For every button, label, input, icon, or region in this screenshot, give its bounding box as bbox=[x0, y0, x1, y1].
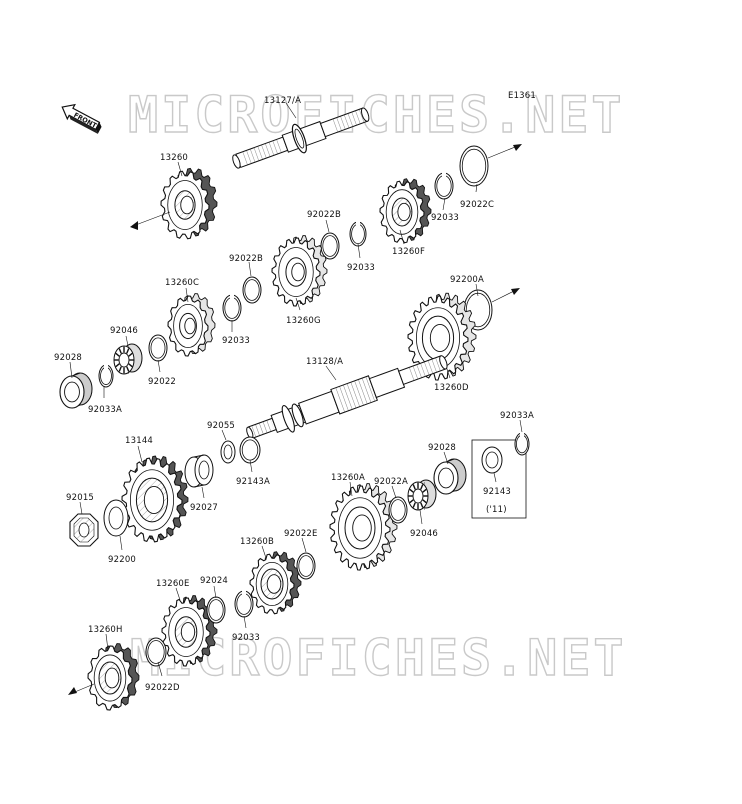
gear-13260e[interactable] bbox=[161, 595, 218, 667]
snap-ring-92033-b[interactable] bbox=[349, 220, 367, 247]
gear-13260f[interactable] bbox=[379, 178, 432, 244]
arrow-92200a bbox=[511, 288, 520, 295]
label-gear-13260f: 13260F bbox=[392, 247, 425, 257]
washer-92022b-a[interactable] bbox=[320, 232, 340, 260]
label-washer-92022a: 92022A bbox=[374, 477, 408, 487]
label-ring-92033-c: 92033 bbox=[222, 336, 250, 346]
label-washer-92022: 92022 bbox=[148, 377, 176, 387]
washer-92200a[interactable] bbox=[463, 289, 493, 331]
gear-13260d[interactable] bbox=[407, 292, 477, 381]
oil-seal-92028-a[interactable] bbox=[59, 372, 93, 409]
label-seal-92028-b: 92028 bbox=[428, 443, 456, 453]
label-output-shaft: 13127/A bbox=[264, 96, 301, 106]
label-seal-92028-a: 92028 bbox=[54, 353, 82, 363]
output-shaft[interactable] bbox=[228, 100, 373, 177]
watermark-top: MICROFICHES.NET bbox=[128, 86, 625, 144]
collar-92027[interactable] bbox=[184, 454, 214, 488]
washer-92022e[interactable] bbox=[296, 552, 316, 580]
nut-92015[interactable] bbox=[69, 513, 99, 547]
gear-13260a[interactable] bbox=[329, 483, 398, 571]
input-shaft[interactable] bbox=[243, 348, 451, 447]
label-gear-13260e: 13260E bbox=[156, 579, 190, 589]
label-washer-92022e: 92022E bbox=[284, 529, 318, 539]
arrow-13260h bbox=[68, 687, 77, 695]
label-gear-13260b: 13260B bbox=[240, 537, 274, 547]
label-ring-92033a-b: 92033A bbox=[500, 411, 534, 421]
label-gear-13260: 13260 bbox=[160, 153, 188, 163]
snap-ring-92033-c[interactable] bbox=[222, 293, 242, 322]
o-ring-92143[interactable] bbox=[481, 446, 503, 474]
gear-13260[interactable] bbox=[160, 167, 218, 240]
label-washer-92024: 92024 bbox=[200, 576, 228, 586]
inset-box bbox=[471, 439, 527, 519]
label-bearing-92046-a: 92046 bbox=[110, 326, 138, 336]
label-nut-92015: 92015 bbox=[66, 493, 94, 503]
label-ring-92033a-a: 92033A bbox=[88, 405, 122, 415]
washer-92200[interactable] bbox=[103, 499, 129, 537]
label-gear-13260d: 13260D bbox=[434, 383, 469, 393]
label-collar-92027: 92027 bbox=[190, 503, 218, 513]
label-collar-92055: 92055 bbox=[207, 421, 235, 431]
label-circlip-92022c: 92022C bbox=[460, 200, 494, 210]
label-washer-92200: 92200 bbox=[108, 555, 136, 565]
washer-92022[interactable] bbox=[148, 334, 168, 362]
collar-92055[interactable] bbox=[220, 440, 236, 464]
label-input-shaft: 13128/A bbox=[306, 357, 343, 367]
label-gear-13260c: 13260C bbox=[165, 278, 199, 288]
snap-ring-92033-d[interactable] bbox=[234, 589, 254, 618]
label-bearing-92046-b: 92046 bbox=[410, 529, 438, 539]
arrow-92022c bbox=[513, 144, 522, 151]
washer-92024[interactable] bbox=[206, 596, 226, 624]
washer-92022b-b[interactable] bbox=[242, 276, 262, 304]
circlip-92022c[interactable] bbox=[459, 145, 489, 187]
gear-13260b[interactable] bbox=[249, 551, 302, 615]
washer-92022a[interactable] bbox=[388, 496, 408, 524]
gear-13260g[interactable] bbox=[271, 235, 328, 307]
leader-13260-tip bbox=[132, 211, 171, 227]
gear-13260h[interactable] bbox=[87, 643, 140, 711]
sprocket-13144[interactable] bbox=[121, 455, 189, 543]
label-oring-92143a: 92143A bbox=[236, 477, 270, 487]
label-ring-92033-b: 92033 bbox=[347, 263, 375, 273]
snap-ring-92033a-a[interactable] bbox=[98, 363, 114, 388]
label-note-year: ('11) bbox=[486, 505, 507, 515]
snap-ring-92033a-b[interactable] bbox=[514, 431, 530, 456]
gear-13260c[interactable] bbox=[167, 293, 216, 357]
label-gear-13260h: 13260H bbox=[88, 625, 123, 635]
label-ring-92033-d: 92033 bbox=[232, 633, 260, 643]
label-washer-92022b-b: 92022B bbox=[229, 254, 263, 264]
label-gear-13260a: 13260A bbox=[331, 473, 365, 483]
label-washer-92022b-a: 92022B bbox=[307, 210, 341, 220]
needle-bearing-92046-b[interactable] bbox=[407, 479, 437, 511]
label-sprocket-13144: 13144 bbox=[125, 436, 153, 446]
label-ring-92033-a: 92033 bbox=[431, 213, 459, 223]
arrow-13260 bbox=[130, 221, 138, 230]
label-gear-13260g: 13260G bbox=[286, 316, 321, 326]
label-washer-92200a: 92200A bbox=[450, 275, 484, 285]
needle-bearing-92046-a[interactable] bbox=[113, 343, 143, 375]
label-washer-92022d: 92022D bbox=[145, 683, 180, 693]
diagram-code: E1361 bbox=[508, 91, 536, 101]
o-ring-92143a[interactable] bbox=[239, 436, 261, 464]
washer-92022d[interactable] bbox=[145, 637, 167, 667]
label-oring-92143: 92143 bbox=[483, 487, 511, 497]
front-arrow-icon: FRONT bbox=[61, 103, 102, 134]
snap-ring-92033-a[interactable] bbox=[434, 171, 454, 200]
oil-seal-92028-b[interactable] bbox=[433, 458, 467, 495]
